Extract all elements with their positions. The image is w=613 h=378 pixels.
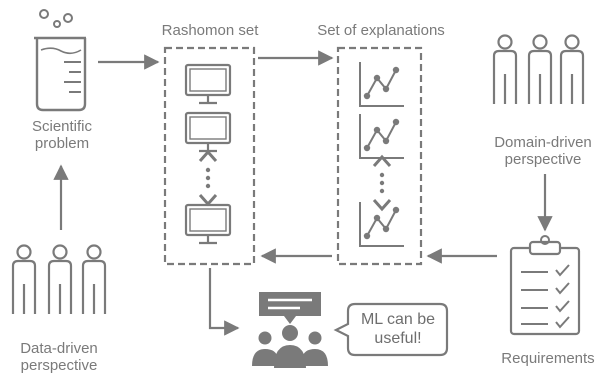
requirements-label: Requirements <box>501 350 595 367</box>
monitor-icon <box>184 63 232 105</box>
speech-line-2: useful! <box>374 330 422 347</box>
presentation-audience-icon <box>252 292 328 368</box>
beaker-icon <box>34 9 87 112</box>
data-driven-line-1: Data-driven <box>20 340 98 357</box>
arrow-rashomon-to-presentation <box>208 268 240 336</box>
scientific-problem-line-2: problem <box>34 135 90 152</box>
rashomon-set-box <box>163 46 256 266</box>
speech-bubble-text: ML can be useful! <box>350 310 446 348</box>
speech-line-1: ML can be <box>360 311 436 328</box>
domain-driven-label: Domain-driven perspective <box>478 134 608 168</box>
scatter-plot-icon <box>359 113 405 159</box>
group-of-people-icon <box>492 34 585 106</box>
scientific-problem-line-1: Scientific <box>31 118 93 135</box>
speech-bubble-icon <box>333 302 449 357</box>
data-driven-label: Data-driven perspective <box>6 340 112 374</box>
domain-driven-line-2: perspective <box>504 151 582 168</box>
monitor-icon <box>184 203 232 245</box>
scatter-plot-icon <box>359 61 405 107</box>
clipboard-checklist-icon <box>509 235 581 336</box>
monitor-icon <box>184 111 232 153</box>
scientific-problem-label: Scientific problem <box>14 118 110 152</box>
data-driven-line-2: perspective <box>20 357 98 374</box>
explanations-box <box>336 46 423 266</box>
group-of-people-icon <box>11 244 107 316</box>
rashomon-set-title: Rashomon set <box>161 22 259 39</box>
set-of-explanations-title: Set of explanations <box>317 22 445 39</box>
dots-icon <box>372 155 392 211</box>
domain-driven-line-1: Domain-driven <box>494 134 592 151</box>
dots-icon <box>198 150 218 206</box>
